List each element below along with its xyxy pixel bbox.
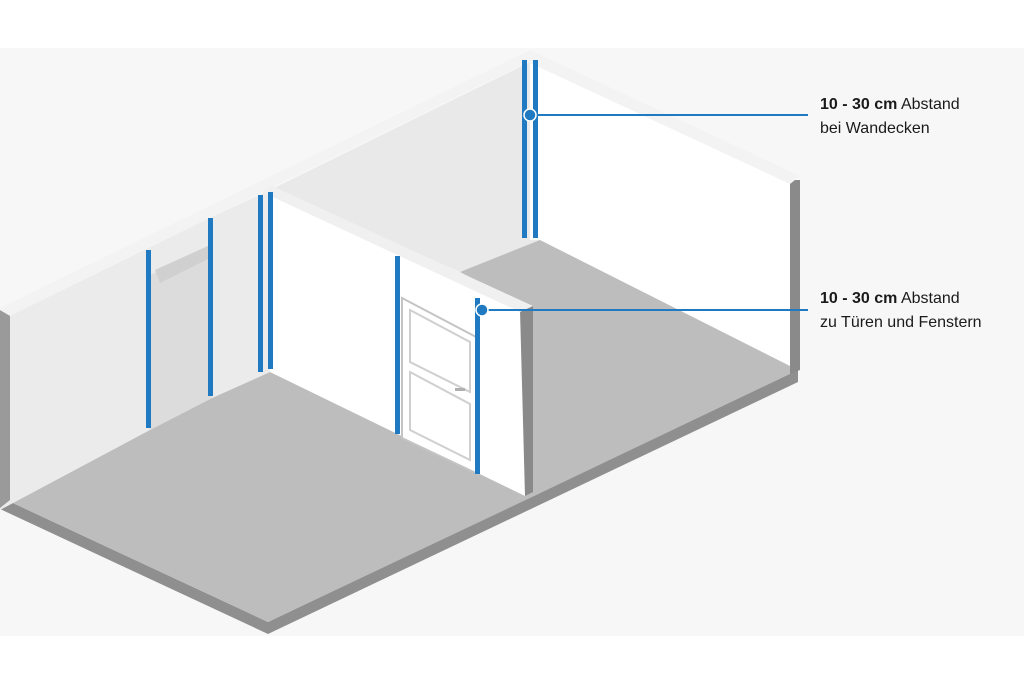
callout-word: Abstand (900, 290, 960, 307)
wall-top-back (0, 50, 540, 316)
back-wall-right (270, 62, 540, 272)
callout-wall-corners: 10 - 30 cm Abstand bei Wandecken (820, 93, 960, 141)
left-wall-end (0, 310, 10, 508)
callout-description: bei Wandecken (820, 120, 930, 137)
wall-top-partition (262, 185, 533, 312)
strip-corner-a (258, 195, 263, 372)
wall-top-right (528, 50, 800, 184)
alcove-side (155, 245, 210, 283)
right-wall-cap (790, 180, 800, 374)
callout-description: zu Türen und Fenstern (820, 314, 982, 331)
callout-word: Abstand (900, 96, 960, 113)
blue-dot-marker (475, 303, 489, 317)
strip-left-wall (146, 250, 151, 428)
strip-back-corner-b (533, 60, 538, 238)
floor-right-room (460, 238, 798, 498)
strip-alcove (208, 218, 213, 396)
callout-distance: 10 - 30 cm (820, 96, 898, 113)
strip-corner-b (268, 192, 273, 369)
callout-doors-windows: 10 - 30 cm Abstand zu Türen und Fenstern (820, 287, 982, 335)
strip-partition (395, 256, 400, 434)
strip-back-corner-a (522, 60, 527, 238)
wall-strips (146, 60, 538, 474)
blue-dot-marker (523, 108, 537, 122)
strip-door-side (475, 298, 480, 474)
callout-distance: 10 - 30 cm (820, 290, 898, 307)
right-wall (530, 58, 798, 370)
partition-wall-end (520, 306, 533, 496)
alcove-wall (150, 248, 212, 430)
